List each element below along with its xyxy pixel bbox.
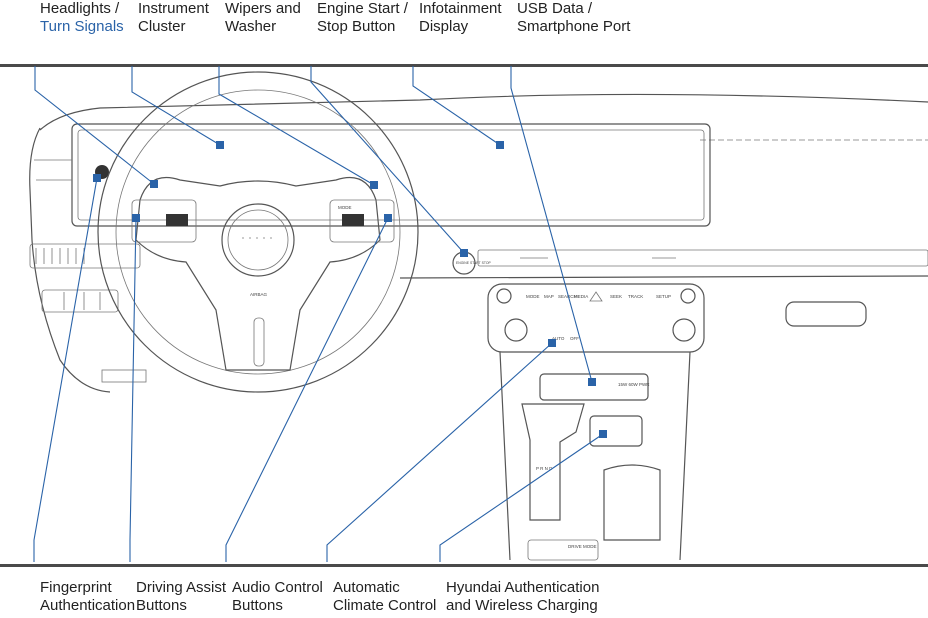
right-temp-knob <box>672 318 696 342</box>
mode-key: MODE <box>526 294 540 299</box>
right-knob-top <box>680 288 696 304</box>
label-audio-control: Audio Control Buttons <box>232 579 323 614</box>
label-instrument-cluster: Instrument Cluster <box>138 0 209 35</box>
lower-left-slot <box>101 369 147 383</box>
label-usb: USB Data / Smartphone Port <box>517 0 631 35</box>
callout-wipers <box>218 66 375 186</box>
console-sides <box>499 351 691 561</box>
marker-engine <box>460 249 468 257</box>
airbag-inner <box>227 209 289 271</box>
callout-fingerprint <box>33 177 98 562</box>
usb-port-panel <box>539 373 649 401</box>
label-hyundai-auth: Hyundai Authentication and Wireless Char… <box>446 579 600 614</box>
media-key: MEDIA <box>574 294 588 299</box>
callout-engine <box>310 66 465 254</box>
right-spoke-buttons <box>329 199 395 243</box>
bottom-divider <box>0 564 928 567</box>
driving-assist-toggle <box>166 214 188 226</box>
lower-spoke-slot <box>253 317 265 367</box>
label-wipers: Wipers and Washer <box>225 0 301 35</box>
steering-wheel-rim <box>97 71 419 393</box>
left-knob-top <box>496 288 512 304</box>
wireless-charging-pad <box>589 415 643 447</box>
search-key: SEARCH <box>558 294 577 299</box>
callout-climate <box>326 342 553 562</box>
center-control-panel <box>487 283 705 353</box>
engine-button-text: ENGINE START STOP <box>456 261 492 265</box>
marker-climate <box>548 339 556 347</box>
dash-lower-line <box>399 275 928 279</box>
marker-instrument <box>216 141 224 149</box>
marker-driving-assist <box>132 214 140 222</box>
airbag-cover <box>221 203 295 277</box>
callout-driving-assist <box>129 217 137 562</box>
label-infotainment: Infotainment Display <box>419 0 502 35</box>
lower-console-buttons <box>527 539 599 561</box>
top-divider <box>0 64 928 67</box>
setup-key: SETUP <box>656 294 671 299</box>
marker-hyundai-auth <box>599 430 607 438</box>
callout-infotainment <box>412 66 501 146</box>
label-driving-assist: Driving Assist Buttons <box>136 579 227 614</box>
dash-left-contour <box>29 127 111 393</box>
marker-headlights <box>150 180 158 188</box>
audio-volume-toggle <box>342 214 364 226</box>
label-fingerprint: Fingerprint Authentication <box>40 579 136 614</box>
left-switch-panel <box>41 289 119 313</box>
glovebox-handle <box>785 301 867 327</box>
callout-audio <box>225 217 389 562</box>
auto-key: AUTO <box>552 336 565 341</box>
seek-key: SEEK <box>610 294 622 299</box>
marker-audio <box>384 214 392 222</box>
gear-text: P R N D <box>536 466 553 471</box>
hazard-icon <box>589 291 603 302</box>
label-engine-start: Engine Start / Stop Button <box>317 0 408 35</box>
left-switch-dividers <box>63 292 101 310</box>
marker-usb <box>588 378 596 386</box>
mode-text: MODE <box>338 205 352 210</box>
left-vent-slats <box>35 248 85 264</box>
dash-top-contour <box>39 93 928 131</box>
callout-usb <box>510 66 593 383</box>
gear-shifter <box>521 403 585 521</box>
left-temp-knob <box>504 318 528 342</box>
drive-mode-text: DRIVE MODE <box>568 544 597 549</box>
usb-power-text: 15W 60W PWR <box>618 382 650 387</box>
map-key: MAP <box>544 294 554 299</box>
dash-left-trim <box>34 159 72 181</box>
track-key: TRACK <box>628 294 643 299</box>
callout-hyundai-auth <box>439 433 604 562</box>
center-vent <box>477 249 928 267</box>
callout-instrument <box>131 66 221 146</box>
marker-fingerprint <box>93 174 101 182</box>
cup-holder <box>603 464 661 541</box>
display-housing <box>71 123 711 227</box>
airbag-text: AIRBAG <box>250 292 268 297</box>
steering-wheel-inner <box>115 89 401 375</box>
label-headlights: Headlights / Turn Signals <box>40 0 124 35</box>
off-key: OFF <box>570 336 579 341</box>
marker-wipers <box>370 181 378 189</box>
label-climate: Automatic Climate Control <box>333 579 437 614</box>
marker-infotainment <box>496 141 504 149</box>
callout-headlights <box>34 66 155 185</box>
steering-wheel-hub <box>135 176 381 371</box>
